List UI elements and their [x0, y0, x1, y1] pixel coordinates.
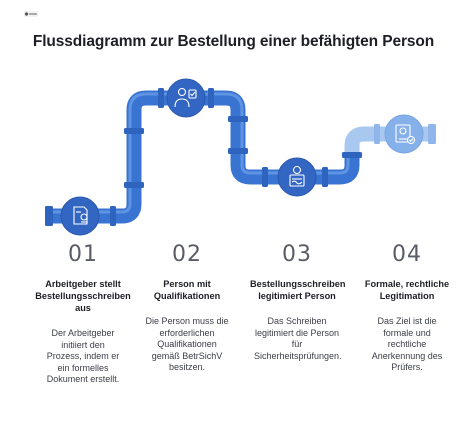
step-3-number: 03: [282, 242, 312, 267]
step-2-heading: Person mit Qualifikationen: [153, 279, 221, 301]
step-4-node: [384, 114, 424, 154]
step-2-description: Die Person muss die erforderlichen Quali…: [145, 316, 229, 372]
certificate-check-icon: [395, 124, 416, 145]
step-4-number: 04: [392, 242, 422, 267]
napkin-logo: [24, 11, 38, 17]
step-1: 01 Arbeitgeber stellt Bestellungsschreib…: [28, 242, 138, 386]
step-3-heading: Bestellungsschreiben legitimiert Person: [250, 279, 346, 301]
step-4-description: Das Ziel ist die formale und rechtliche …: [371, 316, 443, 372]
page-title: Flussdiagramm zur Bestellung einer befäh…: [32, 33, 435, 50]
step-1-number: 01: [68, 242, 98, 267]
qualified-person-icon: [174, 87, 197, 108]
pipe-couplings: [45, 88, 362, 226]
step-2: 02 Person mit Qualifikationen Die Person…: [132, 242, 242, 374]
document-stamp-icon: [73, 206, 88, 225]
step-2-number: 02: [172, 242, 202, 267]
step-3-node: [277, 157, 317, 197]
step-3-description: Das Schreiben legitimiert die Person für…: [254, 316, 342, 361]
step-1-description: Der Arbeitgeber initiiert den Prozess, i…: [46, 328, 120, 384]
step-1-heading: Arbeitgeber stellt Bestellungsschreiben …: [35, 279, 131, 313]
step-1-node: [60, 196, 100, 236]
step-2-node: [166, 78, 206, 118]
step-4-heading: Formale, rechtliche Legitimation: [364, 279, 450, 301]
step-3: 03 Bestellungsschreiben legitimiert Pers…: [242, 242, 352, 362]
pipe-segment-light: [344, 126, 436, 154]
step-4: 04 Formale, rechtliche Legitimation Das …: [352, 242, 462, 374]
pipe-segment-main: [52, 90, 360, 224]
pipeline-diagram: [45, 78, 436, 236]
signed-letter-icon: [289, 165, 305, 187]
